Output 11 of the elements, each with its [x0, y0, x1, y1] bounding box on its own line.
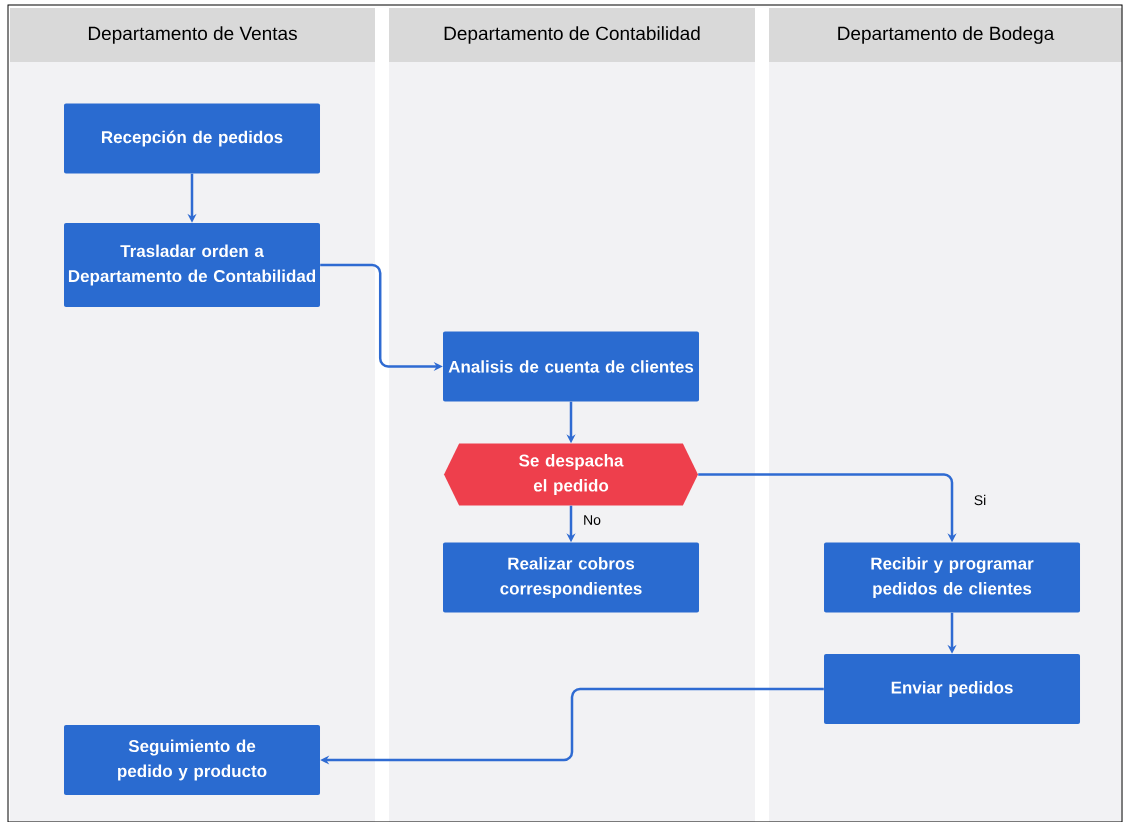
process-box: Analisis de cuenta de clientes — [443, 331, 699, 402]
process-box: Enviar pedidos — [824, 654, 1080, 724]
process-box: Recepción de pedidos — [64, 103, 320, 174]
edge-label: No — [582, 514, 602, 526]
node-label: Departamento de Bodega — [838, 26, 1055, 44]
node-label: Departamento de Contabilidad — [444, 26, 700, 44]
process-box: Trasladar orden a Departamento de Contabilidad — [64, 223, 320, 307]
node-label: Departamento de Ventas — [88, 26, 297, 44]
process-box: Realizar cobros correspondientes — [443, 542, 699, 613]
process-box: Seguimiento de pedido y producto — [64, 725, 320, 795]
process-box: Recibir y programar pedidos de clientes — [824, 542, 1080, 613]
